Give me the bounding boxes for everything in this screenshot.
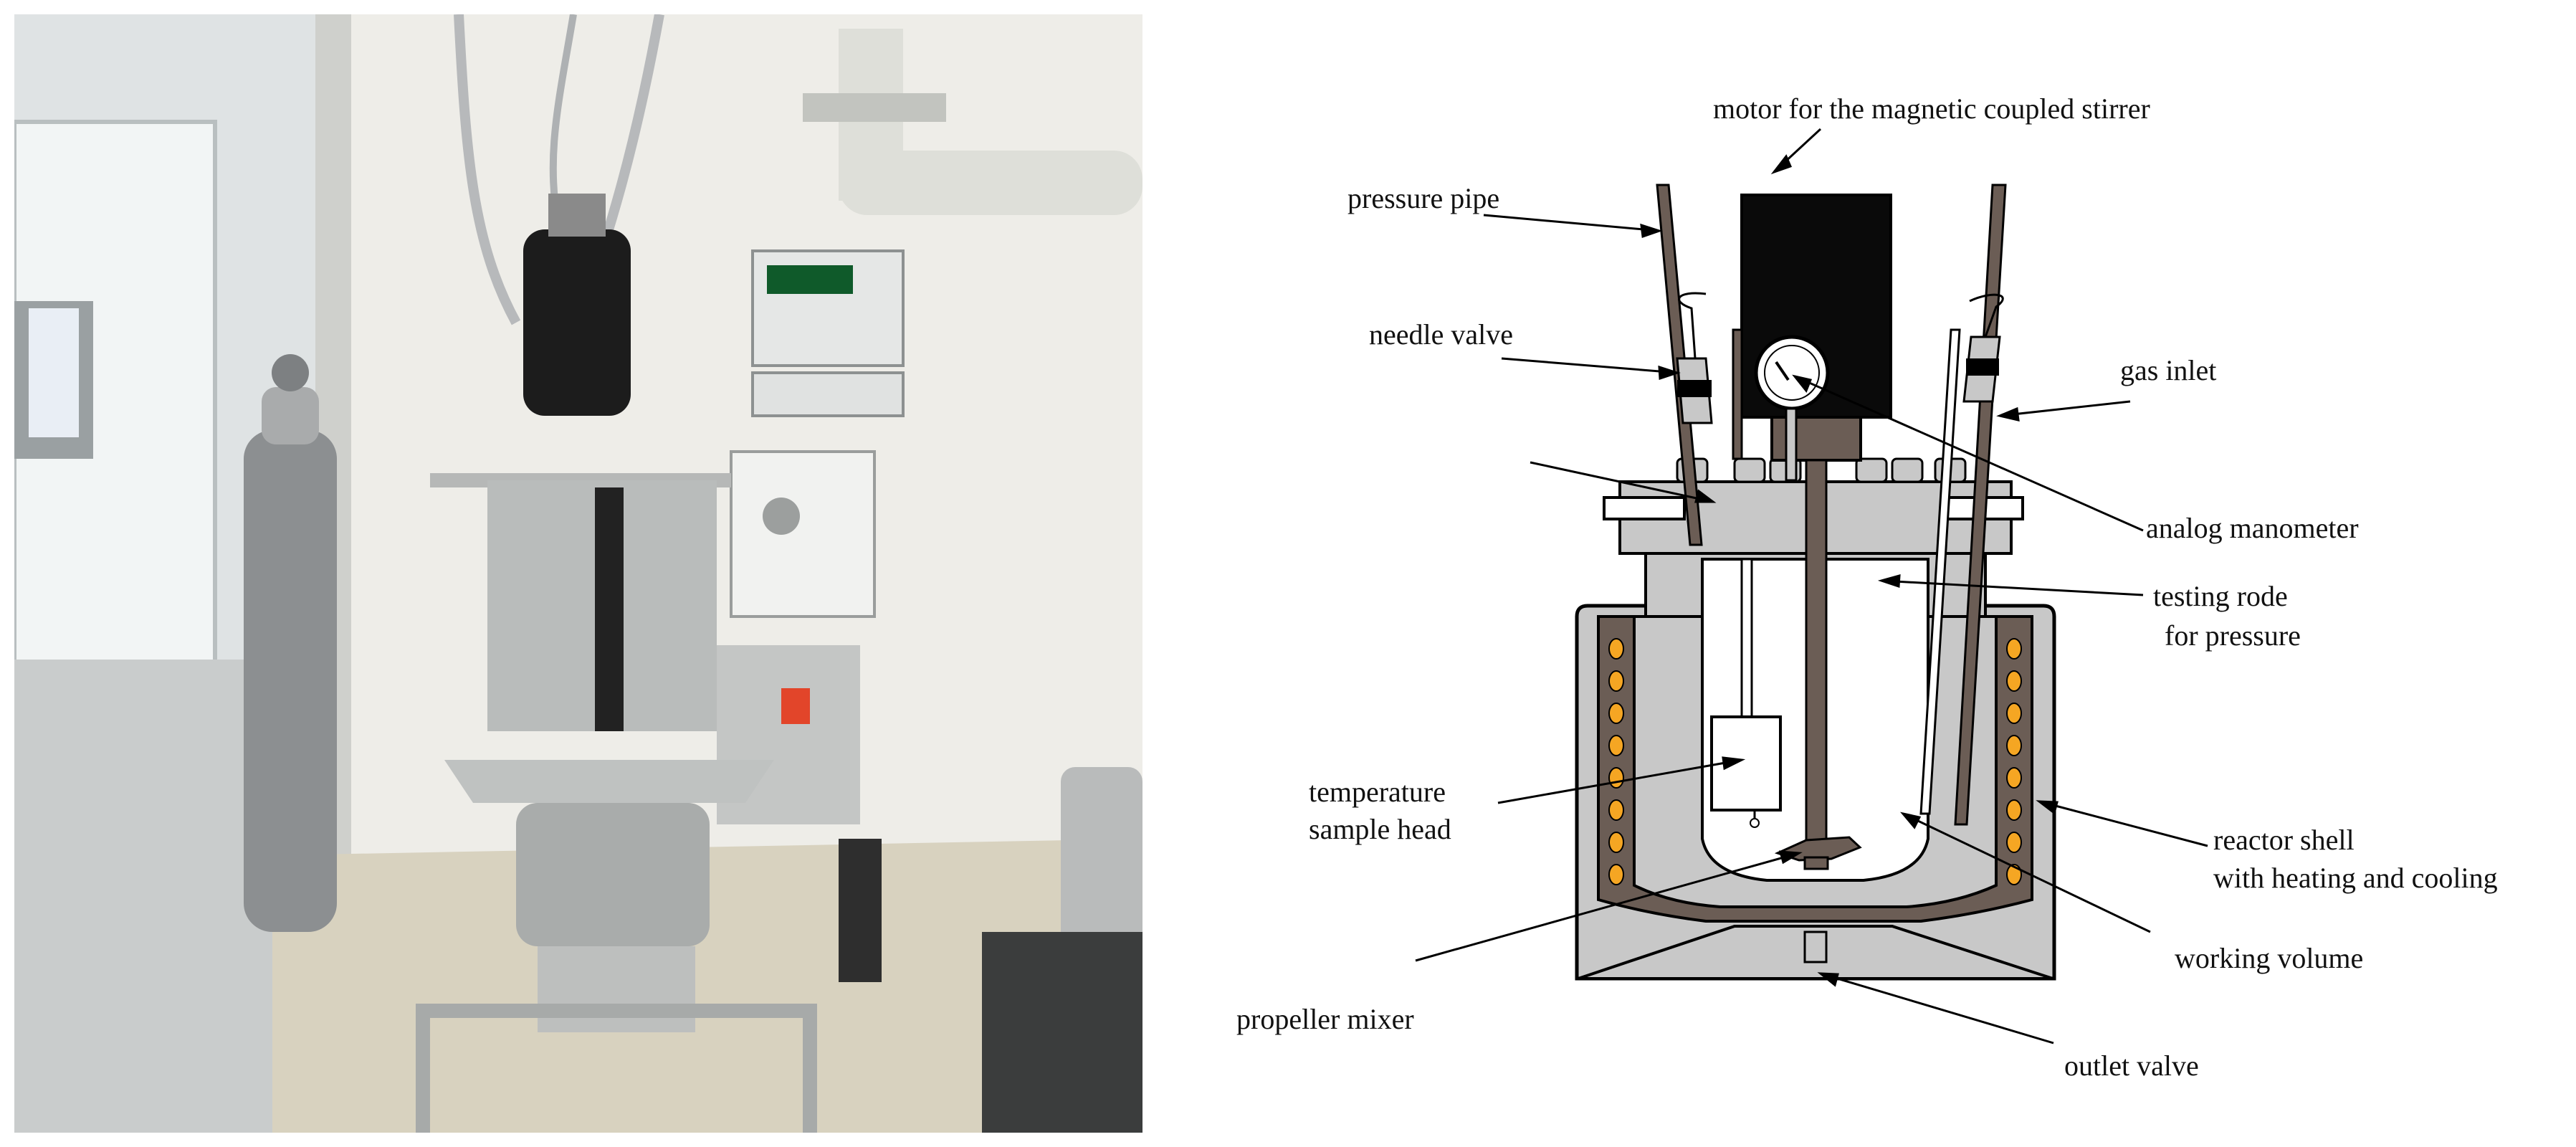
label-propeller-mixer: propeller mixer [1236,1003,1414,1035]
label-working-volume: working volume [2175,942,2363,974]
wire-left [1678,292,1707,359]
label-temperature-head-2: sample head [1309,813,1451,845]
label-temperature-head-1: temperature [1309,776,1446,808]
label-reactor-shell-2: with heating and cooling [2213,862,2498,894]
label-pressure-pipe: pressure pipe [1347,182,1499,214]
propeller-hub [1803,856,1829,870]
outlet-valve-shape [1803,931,1828,963]
temperature-rod [1740,558,1753,720]
manometer-needle [1775,361,1790,381]
manometer-ring [1764,345,1820,401]
wire-right [1969,293,2004,338]
label-analog-manometer: analog manometer [2146,512,2359,544]
reactor-diagram: motor for the magnetic coupled stirrer p… [1175,0,2576,1147]
gas-inlet-band [1966,358,1999,376]
heater-coils-left [1608,638,1624,885]
reactor-photo [14,14,1142,1133]
label-needle-valve: needle valve [1369,318,1513,351]
lid-clamp-left [1603,496,1686,520]
heater-coils-right [2006,638,2022,885]
label-testing-rode-1: testing rode [2153,580,2288,612]
leader-lines [1415,128,2208,1044]
manometer-stem [1785,407,1798,482]
label-outlet-valve: outlet valve [2064,1050,2199,1082]
label-reactor-shell-1: reactor shell [2213,824,2355,856]
label-testing-rode-2: for pressure [2165,619,2301,652]
testing-rod-top [1732,328,1743,460]
needle-valve-band [1677,380,1712,397]
manometer-dial [1754,335,1830,411]
label-gas-inlet: gas inlet [2120,354,2216,386]
inner-pipe [1919,328,1961,815]
label-motor: motor for the magnetic coupled stirrer [1713,92,2150,125]
stirrer-shaft [1805,459,1828,842]
